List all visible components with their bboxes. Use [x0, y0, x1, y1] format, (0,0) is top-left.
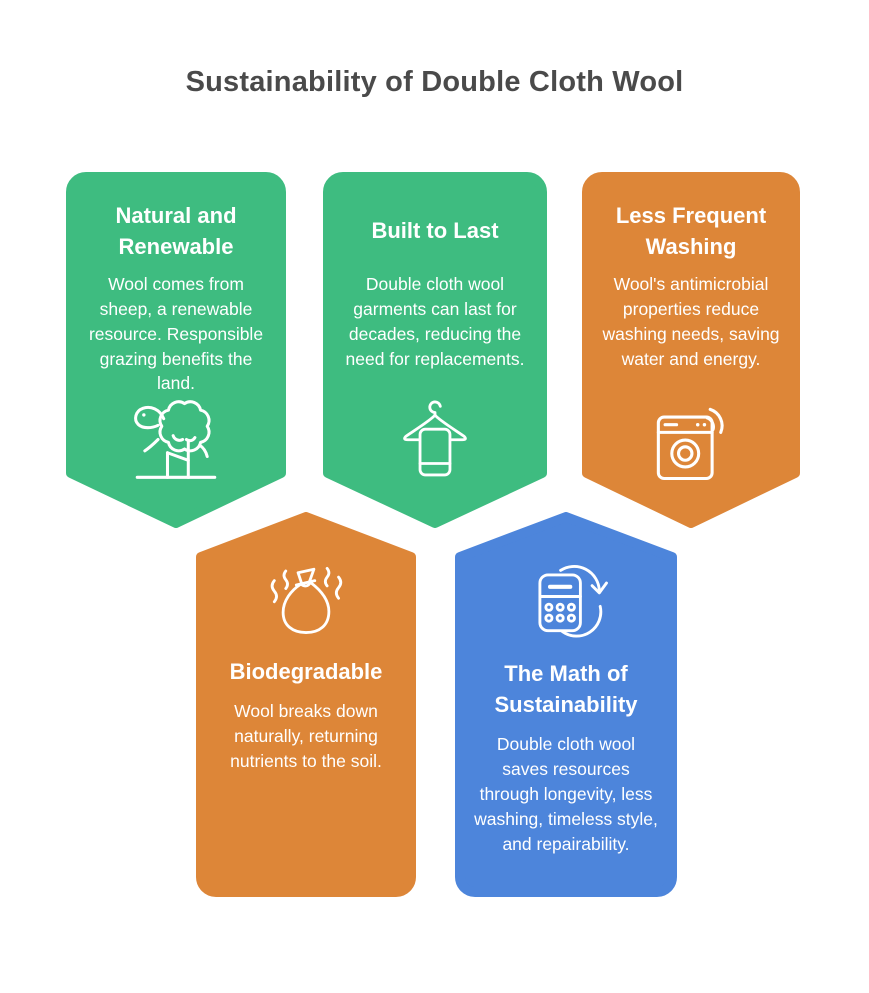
card-biodegradable: Biodegradable Wool breaks down naturally…	[196, 512, 416, 897]
card-natural-and-renewable: Natural and Renewable Wool comes from sh…	[66, 172, 286, 528]
card-title: Natural and Renewable	[115, 202, 237, 259]
card-title: Less Frequent Washing	[615, 202, 767, 259]
card-body: Double cloth wool saves resources throug…	[474, 734, 658, 854]
card-body: Wool breaks down naturally, returning nu…	[230, 701, 382, 771]
card-body: Wool comes from sheep, a renewable resou…	[88, 274, 264, 394]
page-title: Sustainability of Double Cloth Wool	[185, 66, 684, 98]
card-less-frequent-washing: Less Frequent Washing Wool's antimicrobi…	[582, 172, 800, 528]
hanger-towel-icon	[403, 400, 467, 477]
card-the-math-of-sustainability: The Math of Sustainability Double cloth …	[455, 512, 677, 897]
card-background	[455, 512, 677, 897]
card-body: Wool's antimicrobial properties reduce w…	[602, 274, 780, 369]
calculator-cycle-icon	[538, 565, 608, 638]
card-title: Built to Last	[371, 218, 499, 244]
sheep-icon	[134, 400, 217, 479]
washing-machine-icon	[656, 407, 724, 481]
card-built-to-last: Built to Last Double cloth wool garments…	[323, 172, 547, 528]
card-background	[582, 172, 800, 528]
card-background	[66, 172, 286, 528]
card-title: The Math of Sustainability	[494, 661, 638, 718]
card-background	[323, 172, 547, 528]
card-title: Biodegradable	[229, 659, 383, 684]
card-body: Double cloth wool garments can last for …	[345, 274, 525, 369]
card-background	[196, 512, 416, 897]
compost-bag-icon	[270, 566, 343, 634]
